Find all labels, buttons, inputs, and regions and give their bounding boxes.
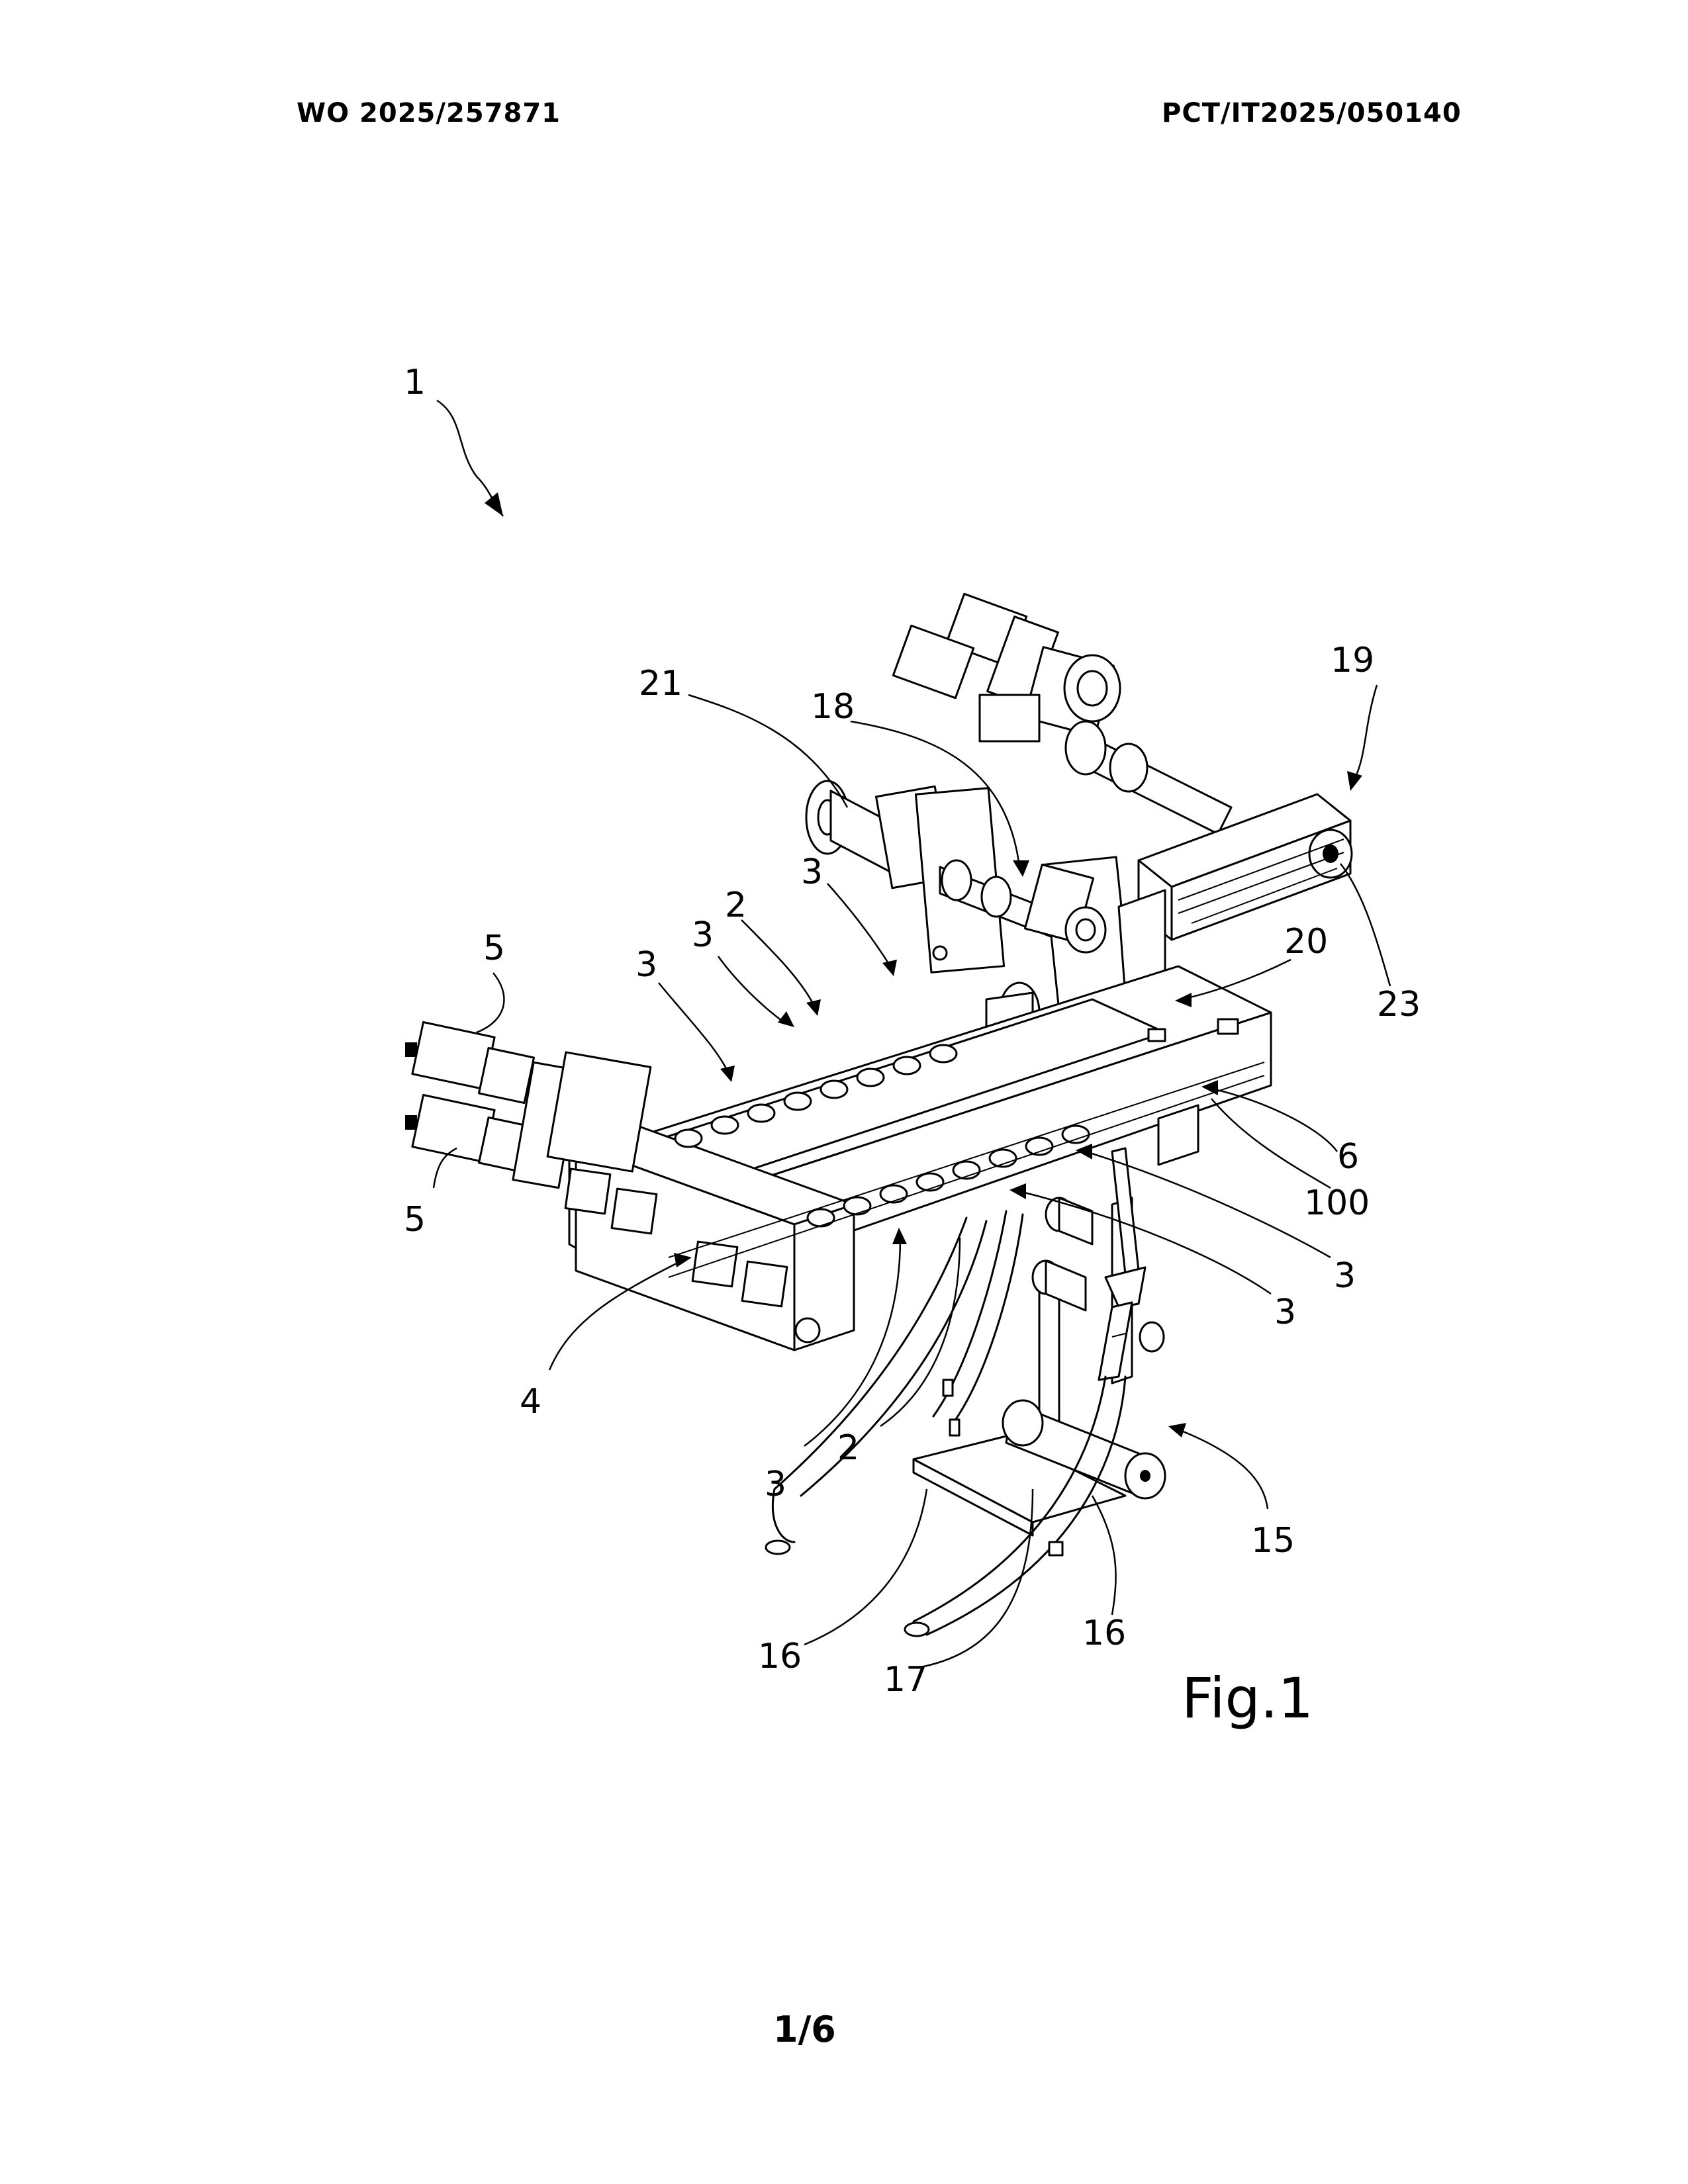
- ref-18: 18: [811, 687, 855, 727]
- ref-21: 21: [639, 664, 682, 704]
- ref-3-upper-c: 3: [635, 945, 657, 985]
- ref-100: 100: [1304, 1183, 1370, 1223]
- ref-1: 1: [404, 363, 426, 402]
- ref-19: 19: [1331, 641, 1374, 680]
- ref-15: 15: [1251, 1521, 1295, 1561]
- ref-2-upper: 2: [725, 886, 747, 925]
- ref-6: 6: [1337, 1137, 1359, 1177]
- ref-3-lower: 3: [765, 1465, 786, 1504]
- ref-3-upper-a: 3: [801, 852, 823, 892]
- ref-3-upper-b: 3: [692, 915, 714, 955]
- ref-17: 17: [884, 1660, 927, 1700]
- ref-23: 23: [1377, 985, 1421, 1024]
- main-frame: [565, 966, 1271, 1350]
- ref-5-top: 5: [483, 929, 505, 968]
- ref-16-right: 16: [1082, 1614, 1126, 1653]
- machine-illustration: [405, 594, 1352, 1636]
- ref-3-right-b: 3: [1274, 1293, 1296, 1332]
- page-indicator: 1/6: [773, 2009, 836, 2050]
- ref-5-bottom: 5: [404, 1200, 426, 1240]
- ref-3-right-a: 3: [1334, 1256, 1356, 1296]
- ref-16-left: 16: [758, 1637, 802, 1676]
- figure-caption: Fig.1: [1182, 1666, 1313, 1731]
- ref-20: 20: [1284, 922, 1328, 962]
- ref-2-lower: 2: [837, 1428, 859, 1468]
- ref-4: 4: [520, 1382, 541, 1422]
- left-shaft-group: [806, 781, 1059, 972]
- left-motors: [405, 1022, 651, 1187]
